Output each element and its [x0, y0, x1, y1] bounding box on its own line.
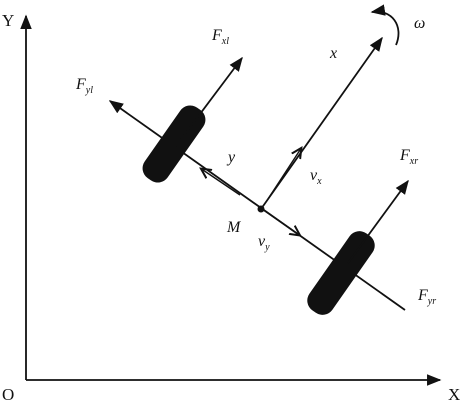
- y-axis-label: Y: [2, 11, 14, 30]
- vx-label: vx: [310, 167, 322, 187]
- left-wheel: [142, 105, 206, 183]
- origin-label: O: [2, 385, 14, 404]
- fyr-label: Fyr: [417, 287, 436, 307]
- fxr-arrow: [347, 179, 409, 264]
- body-x-axis: [260, 36, 383, 210]
- vy-arrow: [261, 208, 298, 234]
- fxl-arrow: [175, 56, 243, 147]
- body-x-label: x: [329, 45, 337, 62]
- vy-label: vy: [258, 233, 270, 253]
- x-axis-label: X: [448, 385, 460, 404]
- right-wheel: [307, 231, 375, 315]
- axle-line: [108, 100, 406, 311]
- omega-arrow: [370, 4, 400, 46]
- mass-point-label: M: [226, 219, 242, 236]
- mass-center-point: [257, 205, 265, 213]
- body-y-label: y: [226, 149, 236, 166]
- vx-arrow: [267, 150, 300, 200]
- fxl-label: Fxl: [211, 27, 229, 47]
- body-y-arrow: [203, 170, 241, 196]
- omega-label: ω: [414, 15, 425, 32]
- fxr-label: Fxr: [399, 147, 418, 167]
- fyl-label: Fyl: [75, 76, 93, 96]
